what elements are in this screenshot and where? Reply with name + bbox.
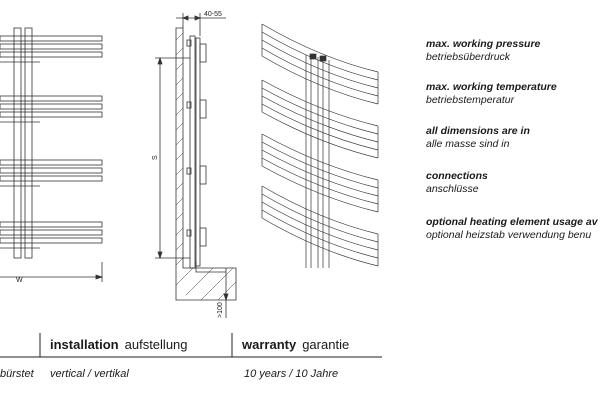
- warranty-label-en: warranty: [242, 337, 297, 352]
- spec-title: all dimensions are in: [426, 125, 530, 137]
- side-view: [155, 13, 237, 318]
- warranty-header: warranty garantie: [242, 336, 349, 358]
- wall-distance-label: 40-55: [204, 11, 222, 18]
- floor-clearance-label: >100: [217, 302, 224, 318]
- spec-pressure: max. working pressure betriebsüberdruck: [426, 38, 540, 64]
- installation-header: installation aufstellung: [50, 336, 188, 358]
- spec-subtitle: alle masse sind in: [426, 138, 510, 150]
- spec-dimensions-unit: all dimensions are in alle masse sind in: [426, 125, 530, 151]
- spec-heating-element: optional heating element usage av option…: [426, 216, 598, 242]
- spec-title: optional heating element usage av: [426, 216, 598, 228]
- spec-title: max. working temperature: [426, 81, 557, 93]
- perspective-view: [261, 23, 379, 268]
- spec-subtitle: optional heizstab verwendung benu: [426, 229, 592, 241]
- warranty-label-de: garantie: [302, 337, 350, 352]
- height-label: S: [152, 155, 159, 160]
- spec-title: connections: [426, 170, 488, 182]
- spec-connections: connections anschlüsse: [426, 170, 488, 196]
- spec-subtitle: betriebsüberdruck: [426, 51, 511, 63]
- installation-label-en: installation: [50, 337, 119, 352]
- spec-subtitle: betriebstemperatur: [426, 94, 515, 106]
- front-view: [0, 27, 104, 282]
- installation-value: vertical / vertikal: [50, 368, 129, 380]
- spec-subtitle: anschlüsse: [426, 183, 479, 195]
- warranty-value: 10 years / 10 Jahre: [244, 368, 339, 380]
- finish-value: bürstet: [0, 368, 34, 380]
- installation-label-de: aufstellung: [124, 337, 188, 352]
- spec-title: max. working pressure: [426, 38, 541, 50]
- width-label: W: [16, 277, 23, 284]
- spec-temperature: max. working temperature betriebstempera…: [426, 81, 557, 107]
